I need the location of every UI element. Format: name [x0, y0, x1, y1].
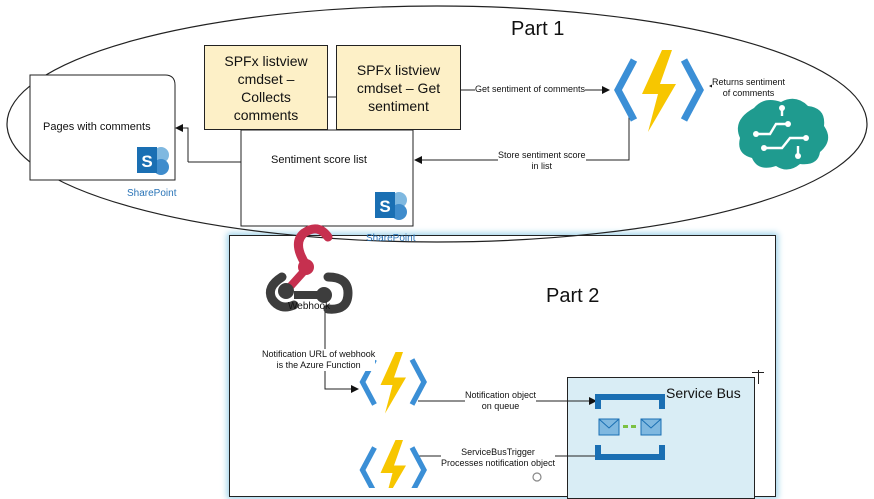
azure-function-icon	[359, 440, 427, 488]
returns-sentiment-label: Returns sentiment of comments	[712, 77, 786, 99]
refresh-icon	[532, 472, 542, 482]
azure-function-icon	[614, 50, 704, 132]
svg-text:S: S	[141, 152, 152, 171]
store-sentiment-label: Store sentiment score in list	[498, 150, 586, 172]
part2-title: Part 2	[546, 285, 600, 307]
spfx-sentiment-box: SPFx listview cmdset – Get sentiment	[336, 45, 461, 130]
sharepoint-label: SharePoint	[127, 188, 177, 199]
sentiment-list-label: Sentiment score list	[271, 154, 367, 166]
sharepoint-icon: S	[375, 192, 407, 220]
webhook-label: Webhook	[288, 301, 331, 312]
arrow-webhook-to-function	[324, 310, 359, 393]
service-bus-title: Service Bus	[666, 385, 741, 401]
spfx-collect-box: SPFx listview cmdset – Collects comments	[204, 45, 328, 130]
cognitive-services-icon	[737, 98, 829, 170]
svg-text:S: S	[379, 197, 390, 216]
sharepoint-icon: S	[137, 147, 169, 175]
service-bus-icon	[595, 394, 665, 460]
get-sentiment-label: Get sentiment of comments	[475, 84, 586, 94]
arrow-store	[414, 112, 630, 164]
sharepoint-label: SharePoint	[366, 233, 416, 244]
notification-url-label: Notification URL of webhook is the Azure…	[262, 349, 376, 371]
corner-mark-v	[758, 370, 759, 384]
webhook-icon	[265, 224, 353, 314]
arrow-list-to-pages	[175, 124, 189, 162]
part1-ellipse	[6, 5, 868, 243]
servicebus-trigger-label: ServiceBusTrigger Processes notification…	[441, 447, 556, 469]
notification-object-label: Notification object on queue	[465, 390, 537, 412]
pages-box-label: Pages with comments	[43, 121, 151, 133]
part1-title: Part 1	[511, 18, 565, 40]
